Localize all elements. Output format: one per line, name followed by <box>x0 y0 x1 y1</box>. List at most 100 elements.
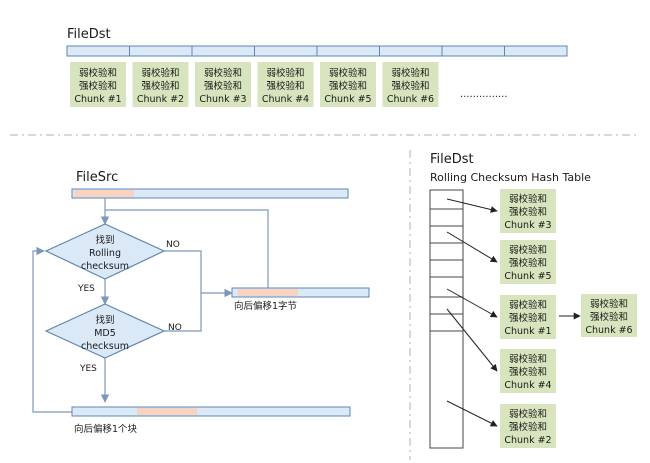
top-chunk-strong: 强校验和 <box>391 80 429 92</box>
top-bar-segment <box>316 45 380 57</box>
hash-entry-strong: 强校验和 <box>509 206 547 218</box>
decision-rolling-line1: 找到 <box>95 234 114 246</box>
hash-entry-strong: 强校验和 <box>509 421 547 433</box>
hash-entry-label: Chunk #1 <box>504 326 551 337</box>
top-chunk-box <box>70 62 126 107</box>
top-chunk-weak: 弱校验和 <box>79 67 117 79</box>
hash-entry-box <box>500 240 556 284</box>
top-bar-segment <box>66 45 130 57</box>
decision-md5-line3: checksum <box>81 341 129 352</box>
top-chunk-weak: 弱校验和 <box>204 67 242 79</box>
filesrc-window <box>74 190 134 197</box>
top-chunk-box <box>382 62 439 107</box>
top-bar-segment <box>379 45 443 57</box>
hash-entry-strong: 强校验和 <box>509 312 547 324</box>
top-chunk-weak: 弱校验和 <box>141 67 179 79</box>
hash-entry-weak: 弱校验和 <box>509 353 547 365</box>
decision-rolling-line3: checksum <box>81 261 129 272</box>
top-bar-segment <box>504 45 568 57</box>
decision-rolling-line2: Rolling <box>89 248 121 259</box>
top-chunk-strong: 强校验和 <box>329 80 367 92</box>
top-chunk-strong: 强校验和 <box>204 80 242 92</box>
hash-entry-strong: 强校验和 <box>509 257 547 269</box>
top-chunk-box <box>195 62 251 107</box>
chain-chunk-weak: 弱校验和 <box>590 298 628 310</box>
top-chunk-box <box>320 62 376 107</box>
hash-entry-arrow <box>446 308 498 372</box>
shift-block-label: 向后偏移1个块 <box>74 423 138 435</box>
top-title: FileDst <box>67 27 111 42</box>
hash-entry-arrow <box>446 400 498 427</box>
filesrc-title: FileSrc <box>76 170 118 185</box>
top-bar-segment <box>129 45 193 57</box>
top-chunk-label: Chunk #6 <box>387 94 434 105</box>
shift-byte-label: 向后偏移1字节 <box>234 300 297 312</box>
hashtable-title: FileDst <box>430 152 474 167</box>
hash-entry-arrow <box>446 198 498 213</box>
top-chunk-weak: 弱校验和 <box>329 67 367 79</box>
filesrc-bar <box>71 188 349 199</box>
chain-chunk-box <box>581 294 637 337</box>
decision-md5-line1: 找到 <box>95 314 114 326</box>
decision-md5-line2: MD5 <box>94 328 116 339</box>
shift-byte-bar <box>231 287 370 298</box>
arrow-d1-no <box>164 250 233 298</box>
top-ellipsis: …………… <box>460 89 508 100</box>
shift-block-bar <box>71 406 351 417</box>
hash-entry-label: Chunk #4 <box>504 380 551 391</box>
top-chunk-weak: 弱校验和 <box>266 67 304 79</box>
line-d2-no <box>164 293 202 332</box>
arrow-loop-block <box>32 246 72 413</box>
hash-entry-arrow <box>446 231 498 263</box>
decision-md5 <box>44 303 166 359</box>
chain-chunk-strong: 强校验和 <box>590 311 628 323</box>
top-chunk-label: Chunk #4 <box>262 94 309 105</box>
top-bar-segment <box>441 45 505 57</box>
hashtable-subtitle: Rolling Checksum Hash Table <box>430 171 591 184</box>
hash-table-frame <box>429 189 464 449</box>
hash-table <box>429 189 464 449</box>
top-chunk-label: Chunk #3 <box>199 94 246 105</box>
top-chunk-label: Chunk #1 <box>74 94 121 105</box>
hash-entry-weak: 弱校验和 <box>509 244 547 256</box>
hash-entry-box <box>500 189 556 233</box>
top-bar-segment <box>191 45 255 57</box>
top-chunk-strong: 强校验和 <box>141 80 179 92</box>
line-loop-byte <box>105 209 269 288</box>
hash-entry-weak: 弱校验和 <box>509 408 547 420</box>
hash-entry-label: Chunk #5 <box>504 271 551 282</box>
chain-chunk-label: Chunk #6 <box>585 325 632 336</box>
top-bar-segment <box>254 45 318 57</box>
hash-entry-box <box>500 295 556 339</box>
hash-entry-arrow <box>446 288 498 318</box>
shift-byte-window <box>238 289 298 296</box>
shift-block-window <box>137 408 197 415</box>
top-file-bar <box>66 45 568 57</box>
top-chunk-box <box>257 62 314 107</box>
label-no-2: NO <box>168 323 182 333</box>
hash-entry-strong: 强校验和 <box>509 366 547 378</box>
top-chunk-strong: 强校验和 <box>266 80 304 92</box>
hash-entry-label: Chunk #2 <box>504 435 551 446</box>
label-yes-1: YES <box>77 284 95 294</box>
top-chunk-strong: 强校验和 <box>79 80 117 92</box>
label-yes-2: YES <box>79 364 97 374</box>
top-chunk-weak: 弱校验和 <box>391 67 429 79</box>
top-chunk-label: Chunk #5 <box>324 94 371 105</box>
hash-entry-label: Chunk #3 <box>504 220 551 231</box>
